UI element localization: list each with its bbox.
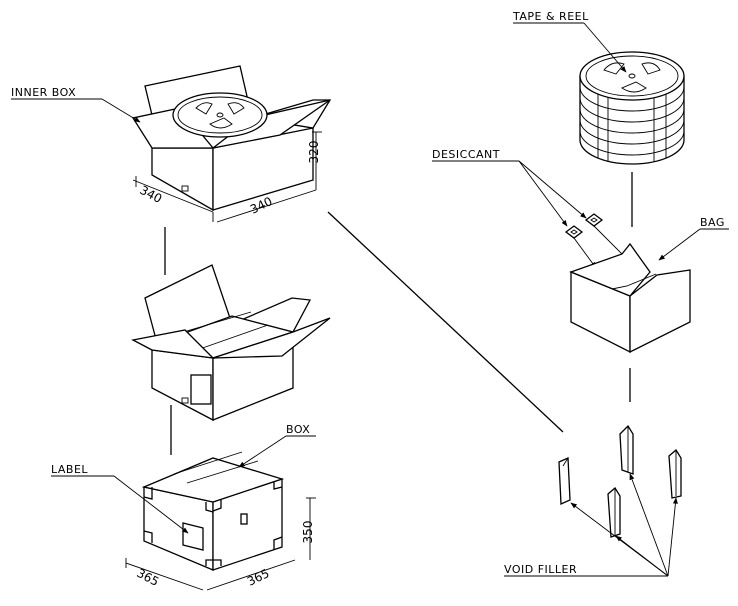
label-label: LABEL bbox=[51, 463, 88, 476]
inner-box-illustration bbox=[131, 65, 332, 212]
inner-box-width-label: 340 bbox=[137, 183, 164, 206]
box-height-label: 350 bbox=[301, 521, 315, 544]
void-filler-illustration bbox=[558, 424, 682, 538]
reel-in-inner-box bbox=[172, 92, 268, 138]
tape-reel-label: TAPE & REEL bbox=[512, 10, 589, 23]
diagonal-connector bbox=[327, 211, 564, 433]
final-box-illustration bbox=[141, 451, 285, 571]
bag-label: BAG bbox=[700, 216, 725, 229]
tape-reel-illustration bbox=[579, 51, 685, 165]
box-width-label: 365 bbox=[134, 566, 161, 589]
middle-box-illustration bbox=[131, 264, 331, 422]
desiccant-packets bbox=[564, 213, 604, 239]
bag-illustration bbox=[569, 242, 691, 354]
box-label: BOX bbox=[286, 423, 310, 436]
inner-box-height-label: 320 bbox=[307, 141, 321, 164]
void-filler-label: VOID FILLER bbox=[504, 563, 577, 576]
desiccant-label: DESICCANT bbox=[432, 148, 500, 161]
inner-box-label: INNER BOX bbox=[11, 86, 76, 99]
